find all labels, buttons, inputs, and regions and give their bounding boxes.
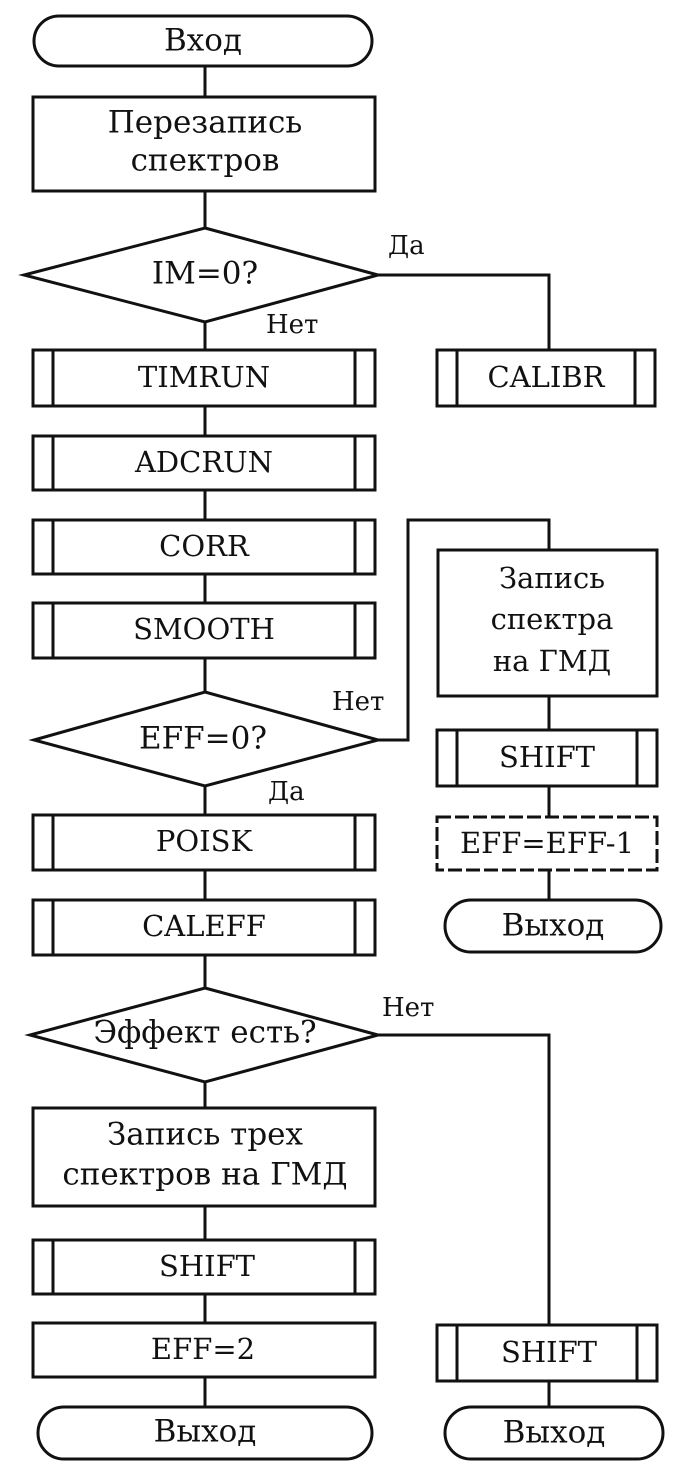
shift-left-subroutine: SHIFT — [31, 1238, 377, 1296]
eff-decrement-label: EFF=EFF-1 — [460, 826, 634, 860]
caleff-subroutine: CALEFF — [31, 898, 377, 957]
write3-label-line2: спектров на ГМД — [62, 1157, 347, 1193]
exit-left-label: Выход — [154, 1414, 257, 1450]
shift-right-bottom-label: SHIFT — [501, 1335, 598, 1369]
rewrite-label-line1: Перезапись — [108, 105, 303, 141]
smooth-subroutine: SMOOTH — [31, 601, 377, 660]
poisk-label: POISK — [156, 824, 254, 858]
eff-decrement-process: EFF=EFF-1 — [435, 815, 659, 872]
exit-left-terminator: Выход — [36, 1405, 374, 1461]
entry-label: Вход — [164, 23, 242, 59]
shift-right-top-subroutine: SHIFT — [435, 728, 659, 788]
im-zero-decision: IM=0? — [18, 226, 384, 324]
poisk-subroutine: POISK — [31, 813, 377, 872]
smooth-label: SMOOTH — [133, 612, 275, 646]
write-three-spectra-process: Запись трех спектров на ГМД — [31, 1106, 377, 1208]
exit-right-top-terminator: Выход — [443, 898, 663, 954]
rewrite-spectra-process: Перезапись спектров — [31, 95, 377, 193]
calibr-label: CALIBR — [488, 360, 606, 394]
im-yes-label: Да — [388, 231, 425, 261]
adcrun-label: ADCRUN — [134, 445, 273, 479]
write1-label-line2: спектра — [491, 602, 614, 636]
rewrite-label-line2: спектров — [131, 143, 280, 179]
calibr-subroutine: CALIBR — [435, 348, 657, 408]
effect-no-label: Нет — [382, 993, 434, 1023]
eff-set-two-process: EFF=2 — [31, 1321, 377, 1379]
exit-right-bottom-terminator: Выход — [443, 1405, 665, 1461]
eff-yes-label: Да — [268, 777, 305, 807]
timrun-subroutine: TIMRUN — [31, 348, 377, 408]
timrun-label: TIMRUN — [138, 360, 270, 394]
im-zero-label: IM=0? — [152, 256, 258, 292]
write1-label-line1: Запись — [499, 561, 605, 595]
connectors — [203, 66, 551, 1407]
corr-subroutine: CORR — [31, 518, 377, 576]
exit-right-bottom-label: Выход — [503, 1415, 606, 1451]
entry-terminator: Вход — [32, 14, 374, 68]
shift-right-top-label: SHIFT — [499, 740, 596, 774]
effect-present-label: Эффект есть? — [93, 1015, 316, 1051]
write3-label-line1: Запись трех — [107, 1117, 304, 1153]
shift-right-bottom-subroutine: SHIFT — [435, 1323, 659, 1383]
eff-zero-label: EFF=0? — [139, 721, 267, 757]
write-spectrum-process: Запись спектра на ГМД — [436, 548, 659, 698]
eff-set-two-label: EFF=2 — [151, 1332, 255, 1366]
eff-no-label: Нет — [332, 687, 384, 717]
effect-present-decision: Эффект есть? — [24, 986, 384, 1084]
exit-right-top-label: Выход — [502, 908, 605, 944]
write1-label-line3: на ГМД — [493, 644, 611, 678]
corr-label: CORR — [159, 529, 250, 563]
shift-left-label: SHIFT — [159, 1249, 256, 1283]
eff-zero-decision: EFF=0? — [28, 690, 384, 788]
adcrun-subroutine: ADCRUN — [31, 434, 377, 492]
im-no-label: Нет — [266, 310, 318, 340]
caleff-label: CALEFF — [142, 909, 266, 943]
